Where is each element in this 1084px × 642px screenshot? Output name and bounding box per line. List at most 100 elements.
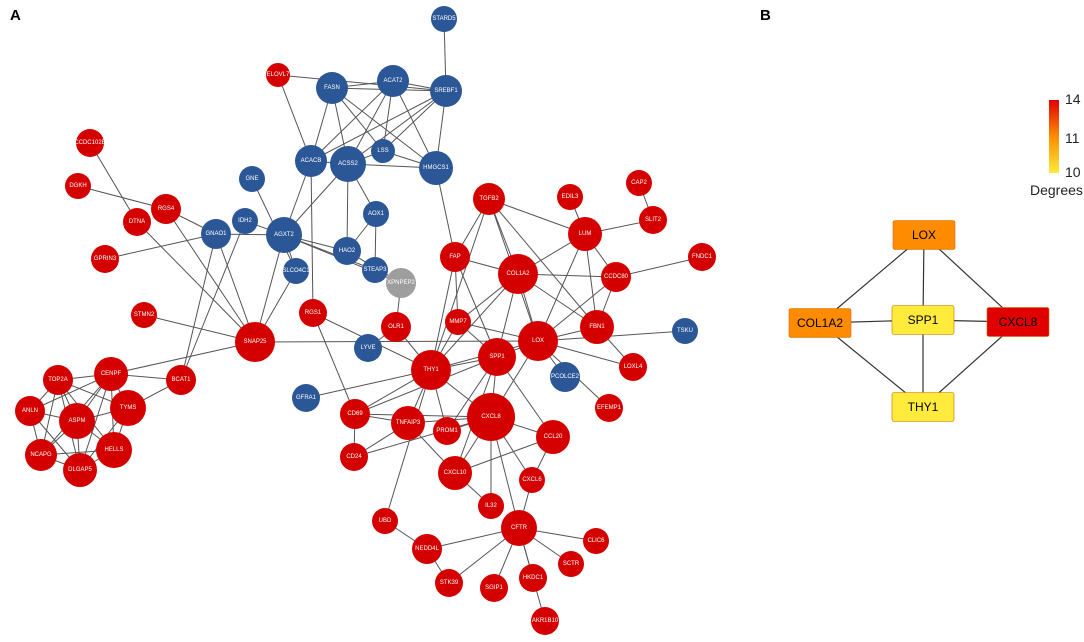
node-circle <box>688 243 716 271</box>
node-cd69: CD69 <box>340 399 370 429</box>
node-ncapg: NCAPG <box>25 439 57 471</box>
node-label: EDIL3 <box>562 194 579 200</box>
node-cxcl10: CXCL10 <box>438 456 472 490</box>
node-cxcl6: CXCL6 <box>519 467 545 493</box>
edge-tgfb2-thy1 <box>430 198 490 371</box>
node-label: SGIP1 <box>485 585 503 591</box>
node-label: LSS <box>377 148 388 154</box>
edge-fasn-hmgcs1 <box>331 87 437 169</box>
node-label: ASPM <box>68 418 85 424</box>
node-label: STARD5 <box>432 16 456 22</box>
legend-tick-min: 10 <box>1065 164 1081 180</box>
node-label: RGS4 <box>158 206 175 212</box>
node-hao2: HAO2 <box>333 237 361 265</box>
node-circle <box>438 456 472 490</box>
hub-node-label: SPP1 <box>908 313 939 327</box>
degree-legend: 14 11 10 Degrees <box>1030 91 1083 198</box>
node-circle <box>283 258 309 284</box>
edge-acat2-acacb <box>310 80 394 162</box>
hub-node-spp1: SPP1 <box>891 305 955 335</box>
node-tsku: TSKU <box>672 318 698 344</box>
node-label: AKR1B10 <box>532 618 559 624</box>
node-circle <box>391 406 425 440</box>
node-ubd: UBD <box>372 508 398 534</box>
node-label: NEDD4L <box>415 546 439 552</box>
hub-node-cxcl8: CXCL8 <box>986 307 1050 337</box>
node-nedd4l: NEDD4L <box>412 534 442 564</box>
node-cap2: CAP2 <box>626 170 652 196</box>
node-mmp7: MMP7 <box>445 309 471 335</box>
node-label: CXCL8 <box>481 414 501 420</box>
node-label: CLIC6 <box>587 538 605 544</box>
edge-tgfb2-fbn1 <box>488 198 598 328</box>
node-label: TSKU <box>677 328 693 334</box>
node-prom1: PROM1 <box>433 417 461 445</box>
node-circle <box>266 63 290 87</box>
node-label: ELOVL7 <box>267 72 290 78</box>
node-label: NCAPG <box>30 452 52 458</box>
node-steap3: STEAP3 <box>362 257 388 283</box>
node-fndc1: FNDC1 <box>688 243 716 271</box>
node-label: LOX <box>532 338 544 344</box>
node-label: COL1A2 <box>506 271 530 277</box>
node-circle <box>63 453 97 487</box>
node-circle <box>519 564 547 592</box>
node-circle <box>531 607 559 635</box>
node-circle <box>445 309 471 335</box>
node-label: CD69 <box>347 411 363 417</box>
node-lss: LSS <box>371 139 395 163</box>
node-label: MMP7 <box>449 319 467 325</box>
node-circle <box>619 353 647 381</box>
legend-tick-mid: 11 <box>1065 130 1080 146</box>
node-label: HKDC1 <box>523 575 544 581</box>
edge-col1a2-thy1 <box>430 273 519 371</box>
node-efemp1: EFEMP1 <box>595 394 623 422</box>
node-cenpf: CENPF <box>94 357 128 391</box>
edge-elovl7-srebf1 <box>277 74 447 92</box>
node-circle <box>340 443 368 471</box>
node-circle <box>371 139 395 163</box>
node-circle <box>340 399 370 429</box>
hub-node-label: LOX <box>912 228 936 242</box>
node-circle <box>131 302 157 328</box>
node-label: CCDC102B <box>74 140 105 146</box>
node-fap: FAP <box>440 242 470 272</box>
node-circle <box>672 318 698 344</box>
node-label: GFRA1 <box>296 395 317 401</box>
node-label: FNDC1 <box>692 254 713 260</box>
node-circle <box>473 183 505 215</box>
hub-node-lox: LOX <box>892 220 956 250</box>
node-tgfb2: TGFB2 <box>473 183 505 215</box>
node-hkdc1: HKDC1 <box>519 564 547 592</box>
node-circle <box>595 394 623 422</box>
node-label: ACACB <box>301 158 322 164</box>
node-circle <box>580 310 614 344</box>
hub-node-col1a2: COL1A2 <box>788 308 852 338</box>
node-cxcl8: CXCL8 <box>467 393 515 441</box>
node-label: SREBF1 <box>434 88 458 94</box>
node-circle <box>498 254 538 294</box>
node-label: AOX1 <box>368 211 385 217</box>
node-label: ANLN <box>22 408 38 414</box>
legend-title: Degrees <box>1030 182 1083 198</box>
node-circle <box>295 145 327 177</box>
node-lyve: LYVE <box>354 334 382 362</box>
node-circle <box>363 201 389 227</box>
node-gprin3: GPRIN3 <box>91 245 119 273</box>
node-label: SNAP25 <box>243 339 267 345</box>
node-label: PCOLCE2 <box>551 374 580 380</box>
node-aspm: ASPM <box>59 403 95 439</box>
edge-cenpf-snap25 <box>110 341 256 375</box>
node-circle <box>239 166 265 192</box>
node-circle <box>299 299 327 327</box>
node-gnao1: GNAO1 <box>201 219 231 249</box>
node-label: STEAP3 <box>363 267 387 273</box>
node-label: OLR1 <box>388 324 404 330</box>
node-elovl7: ELOVL7 <box>266 63 290 87</box>
edge-rgs4-snap25 <box>165 208 256 343</box>
edge-rgs1-cd69 <box>312 312 356 415</box>
node-label: AGXT2 <box>274 232 294 238</box>
node-akr1b10: AKR1B10 <box>531 607 559 635</box>
node-stk39: STK39 <box>435 569 463 597</box>
